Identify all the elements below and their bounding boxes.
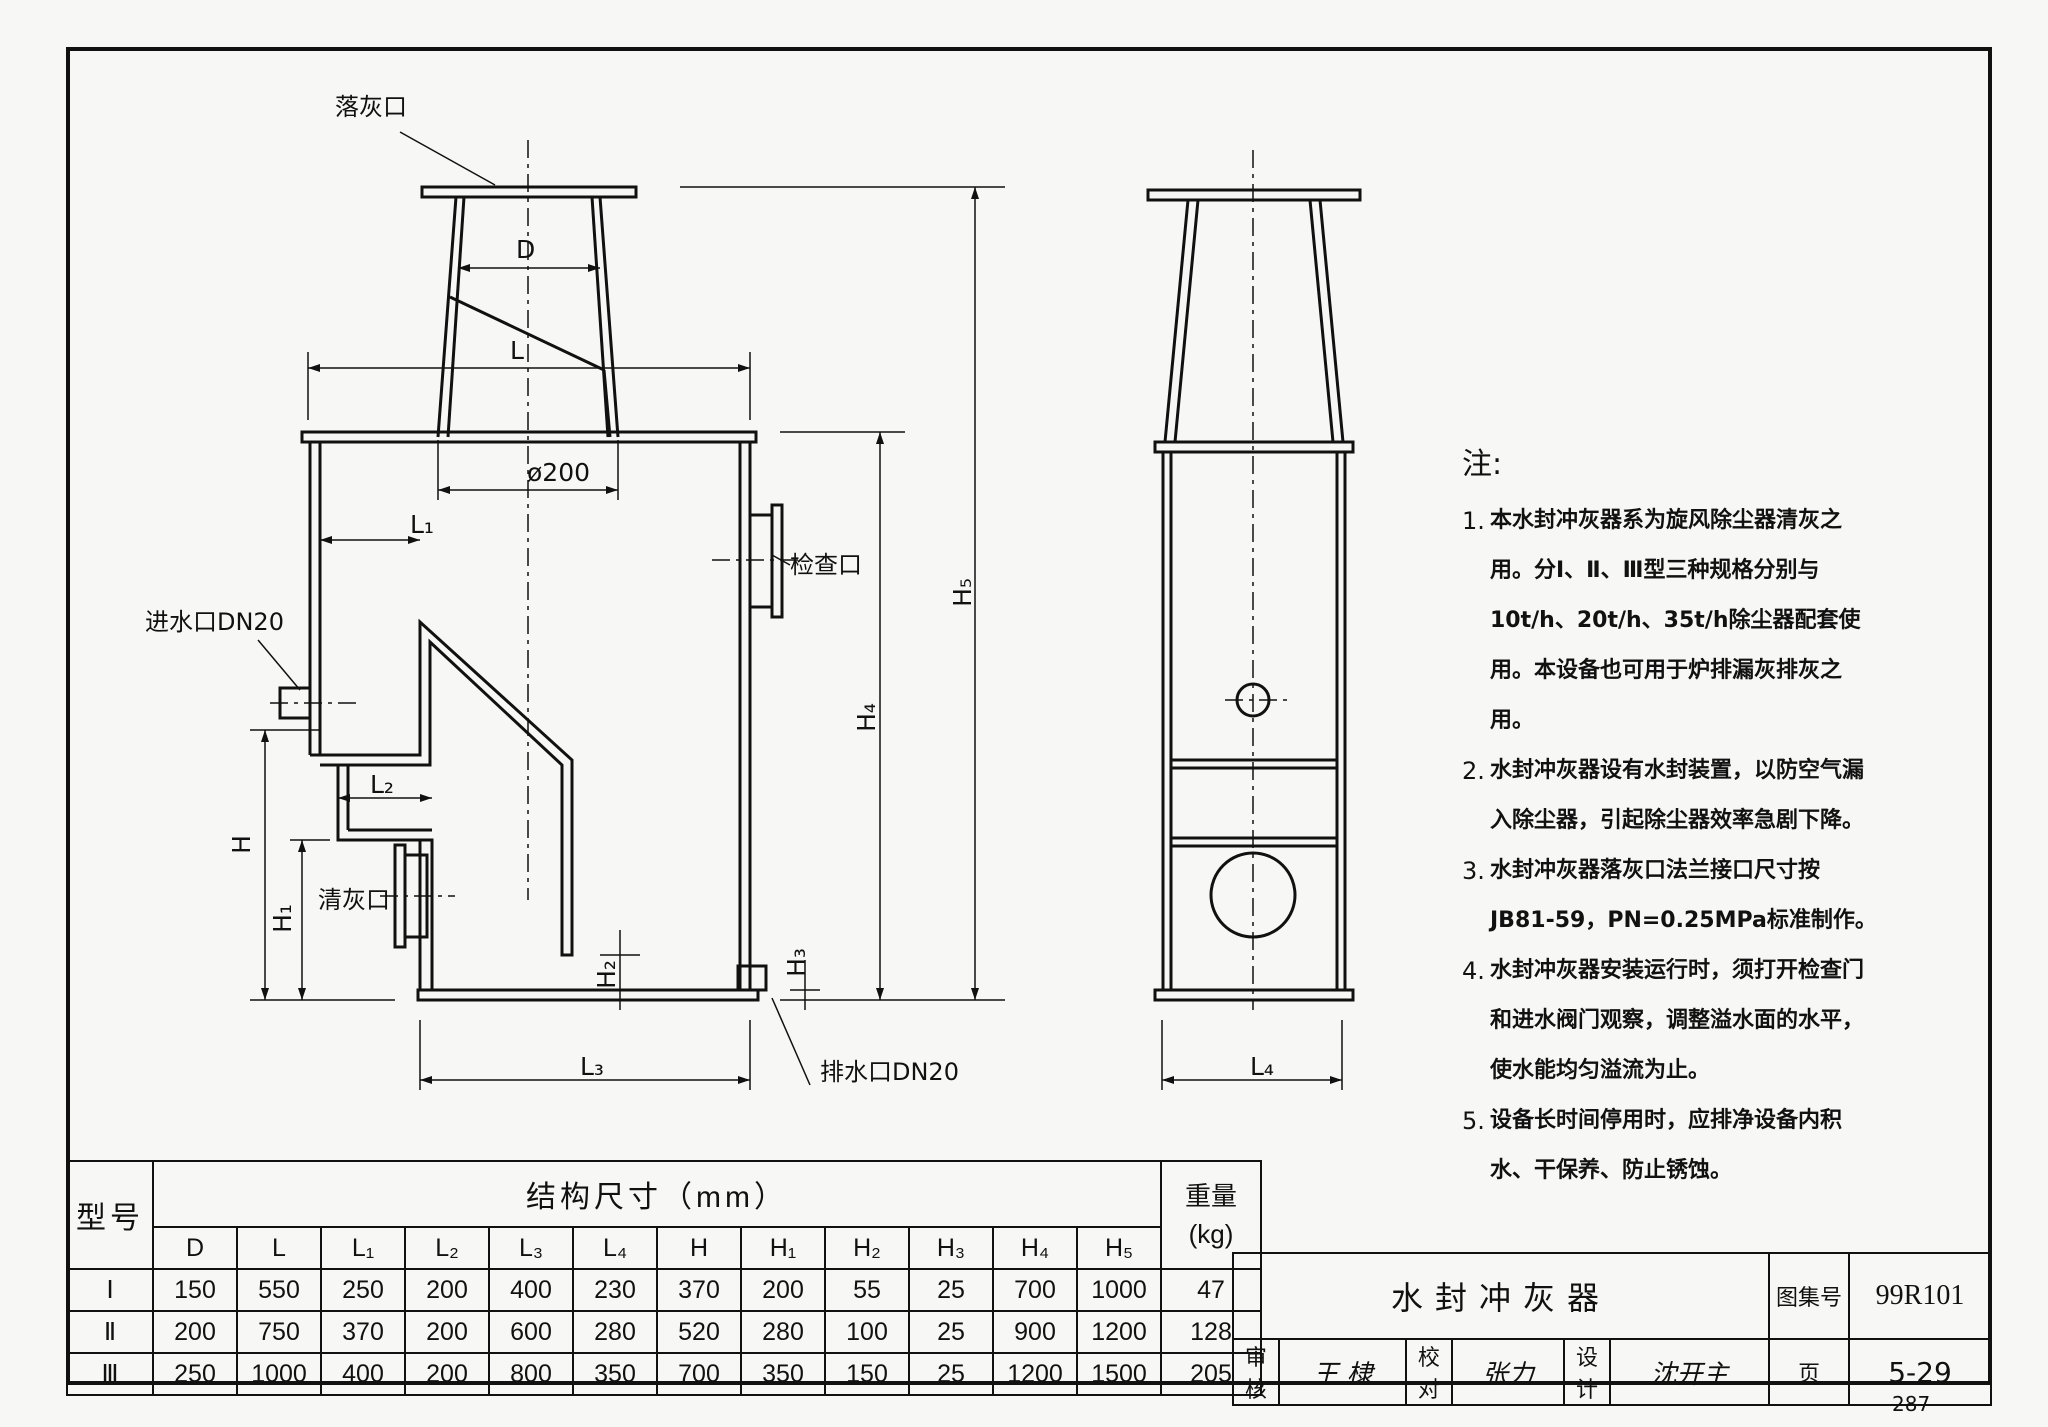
note-item: 5.设备长时间停用时，应排净设备内积水、干保养、防止锈蚀。 <box>1462 1107 1843 1183</box>
label-qing-hui-kou: 清灰口 <box>318 886 390 914</box>
body-flange <box>300 430 758 444</box>
top-flange <box>420 185 638 199</box>
dim-H2: H₂ <box>591 960 621 989</box>
check-signature: 张力 <box>1450 1338 1565 1406</box>
page-label: 页 <box>1768 1338 1850 1406</box>
note-item: 3.水封冲灰器落灰口法兰接口尺寸按JB81-59，PN=0.25MPa标准制作。 <box>1462 857 1877 933</box>
col-header: H₁ <box>740 1226 826 1270</box>
col-header: L₃ <box>488 1226 574 1270</box>
page-value: 5-29 <box>1848 1338 1992 1406</box>
col-header: H₃ <box>908 1226 994 1270</box>
dim-phi200: ø200 <box>527 458 591 487</box>
design-label: 设计 <box>1562 1338 1611 1406</box>
side-top-flange <box>1146 188 1362 202</box>
col-header: H₂ <box>824 1226 910 1270</box>
label-pai-shui-kou: 排水口DN20 <box>820 1058 959 1086</box>
dim-H4: H₄ <box>851 703 881 732</box>
dim-H1: H₁ <box>267 904 297 933</box>
notes-panel: 注: 1.本水封冲灰器系为旋风除尘器清灰之用。分Ⅰ、Ⅱ、Ⅲ型三种规格分别与10t… <box>1462 440 1882 1196</box>
label-jian-cha-kou: 检查口 <box>790 551 862 579</box>
col-header: H₄ <box>992 1226 1078 1270</box>
th-type: 型号 <box>66 1160 154 1270</box>
check-label: 校对 <box>1404 1338 1453 1406</box>
dim-H: H <box>226 835 256 854</box>
design-signature: 沈开主 <box>1608 1338 1771 1406</box>
dim-L1: L₁ <box>410 510 434 539</box>
dim-L: L <box>510 336 524 365</box>
dim-L3: L₃ <box>580 1052 604 1081</box>
page-number: 287 <box>1892 1392 1931 1416</box>
title-block: 水封冲灰器 图集号 99R101 审核 王 棣 校对 张力 设计 沈开主 页 5… <box>1232 1252 1992 1406</box>
th-weight: 重量(kg) <box>1160 1160 1262 1270</box>
col-header: L₄ <box>572 1226 658 1270</box>
col-header: H <box>656 1226 742 1270</box>
notes-title: 注: <box>1462 447 1503 482</box>
note-item: 4.水封冲灰器安装运行时，须打开检查门和进水阀门观察，调整溢水面的水平，使水能均… <box>1462 957 1865 1083</box>
label-jin-shui-kou: 进水口DN20 <box>145 608 284 636</box>
col-header: L <box>236 1226 322 1270</box>
atlas-label: 图集号 <box>1768 1252 1850 1340</box>
label-luo-hui-kou: 落灰口 <box>335 93 407 121</box>
side-bottom-plate <box>1153 988 1355 1002</box>
side-large-port <box>1209 851 1297 939</box>
dim-L4: L₄ <box>1250 1052 1274 1081</box>
check-port <box>748 513 774 609</box>
bottom-plate <box>416 988 760 1002</box>
dim-D: D <box>516 235 536 264</box>
note-item: 2.水封冲灰器设有水封装置，以防空气漏入除尘器，引起除尘器效率急剧下降。 <box>1462 757 1865 833</box>
col-header: D <box>152 1226 238 1270</box>
note-item: 1.本水封冲灰器系为旋风除尘器清灰之用。分Ⅰ、Ⅱ、Ⅲ型三种规格分别与10t/h、… <box>1462 507 1861 733</box>
review-signature: 王 棣 <box>1278 1338 1407 1406</box>
col-header: L₁ <box>320 1226 406 1270</box>
side-mid-flange <box>1153 440 1355 454</box>
atlas-value: 99R101 <box>1848 1252 1992 1340</box>
review-label: 审核 <box>1232 1338 1280 1406</box>
spec-table: 型号 结构尺寸（mm） 重量(kg) D L L₁ L₂ L₃ L₄ H H₁ … <box>66 1160 1262 1396</box>
col-header: L₂ <box>404 1226 490 1270</box>
side-small-port <box>1235 682 1271 718</box>
col-header: H₅ <box>1076 1226 1162 1270</box>
dim-L2: L₂ <box>370 770 394 799</box>
th-group: 结构尺寸（mm） <box>152 1160 1162 1228</box>
drain-pipe <box>736 964 768 992</box>
drawing-title: 水封冲灰器 <box>1232 1252 1770 1340</box>
dim-H5: H₅ <box>947 578 977 607</box>
dim-H3: H₃ <box>781 948 811 977</box>
